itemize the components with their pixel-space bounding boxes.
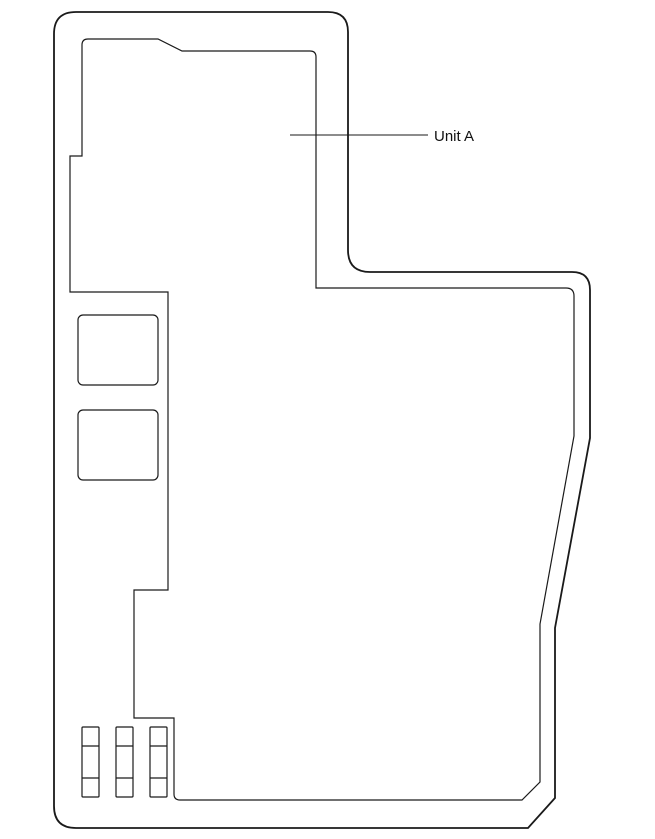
small-fuse-2 [115,726,134,798]
inner-panel-outline [69,38,575,801]
small-fuse-3 [149,726,168,798]
relay-block-1 [77,314,159,386]
unit-a-label: Unit A [434,128,474,145]
housing-outer-outline [53,11,591,829]
small-fuse-1 [81,726,100,798]
relay-block-2 [77,409,159,481]
